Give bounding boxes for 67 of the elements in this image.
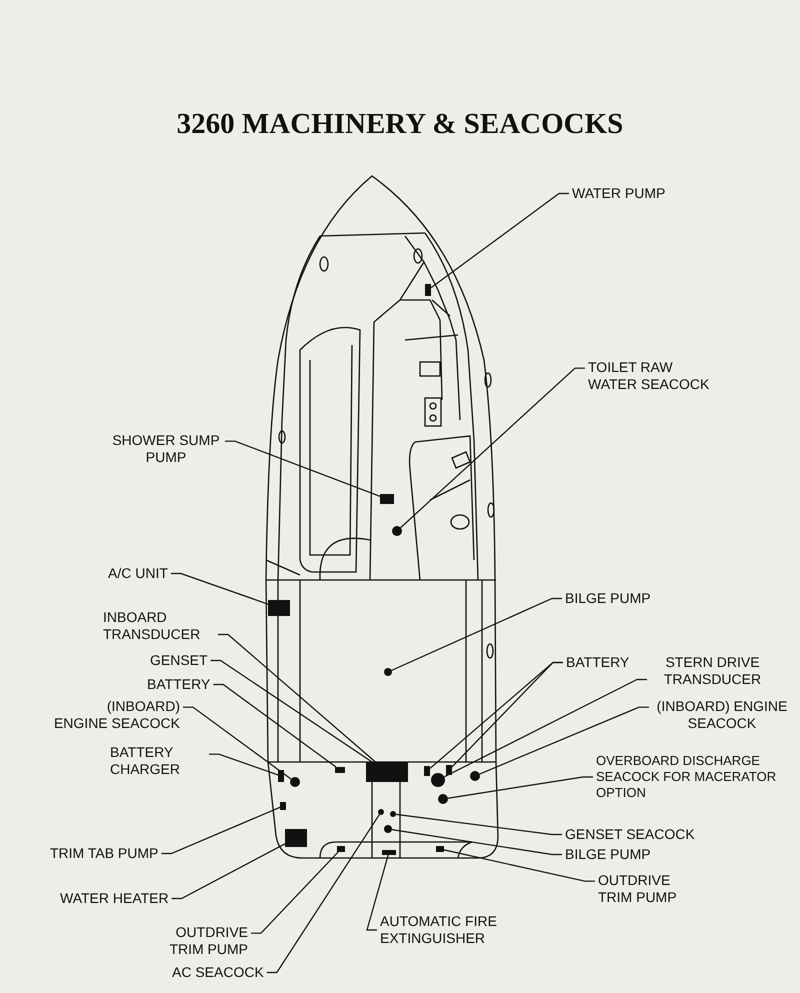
leader-line — [452, 662, 563, 768]
component-marker — [436, 846, 444, 852]
leader-line — [400, 368, 585, 528]
leader-line — [444, 849, 595, 882]
leader-line — [225, 440, 380, 497]
leader-line — [251, 852, 339, 934]
location-dot — [438, 794, 448, 804]
callout-label: OVERBOARD DISCHARGE SEACOCK FOR MACERATOR OPTION — [596, 753, 778, 801]
callout-label: (INBOARD) ENGINE SEACOCK — [50, 698, 180, 732]
location-dot — [290, 777, 300, 787]
callout-label: OUTDRIVE TRIM PUMP — [598, 872, 696, 906]
callout-label: WATER HEATER — [60, 890, 169, 907]
diagram-title: 3260 MACHINERY & SEACOCKS — [176, 108, 624, 141]
leader-line — [366, 854, 389, 931]
component-marker — [335, 767, 345, 773]
leader-line — [479, 706, 649, 775]
leader-line — [218, 634, 376, 762]
callout-label: INBOARD TRANSDUCER — [103, 609, 215, 643]
callout-label: TOILET RAW WATER SEACOCK — [588, 359, 710, 393]
leader-line — [210, 660, 372, 762]
leader-line — [266, 814, 380, 974]
component-marker — [337, 846, 345, 852]
component-marker — [280, 802, 286, 810]
leader-line — [209, 754, 278, 776]
callout-label: BATTERY — [566, 654, 630, 671]
leader-line — [161, 806, 280, 854]
callout-label: GENSET SEACOCK — [565, 826, 695, 843]
callout-label: (INBOARD) ENGINE SEACOCK — [652, 698, 792, 732]
location-dot — [384, 668, 392, 676]
callout-label: AC SEACOCK — [172, 964, 264, 981]
component-marker — [382, 850, 396, 854]
callout-label: BATTERY CHARGER — [110, 744, 206, 778]
component-marker — [366, 762, 408, 782]
location-dot — [470, 771, 480, 781]
location-dot — [384, 825, 392, 833]
leader-line — [213, 684, 336, 768]
callout-label: GENSET — [150, 652, 208, 669]
callout-label: BATTERY — [147, 676, 210, 693]
callout-label: TRIM TAB PUMP — [50, 845, 158, 862]
callout-label: BILGE PUMP — [565, 590, 651, 607]
location-dot — [431, 773, 445, 787]
component-marker — [285, 829, 307, 847]
leader-line — [392, 829, 562, 856]
location-dot — [392, 526, 402, 536]
callout-label: A/C UNIT — [108, 565, 168, 582]
leader-line — [391, 598, 562, 671]
component-marker — [424, 766, 430, 776]
leader-line — [170, 572, 268, 605]
component-marker — [278, 770, 284, 782]
leader-line — [430, 192, 569, 288]
location-dot — [378, 809, 384, 815]
callout-label: WATER PUMP — [572, 185, 666, 202]
component-marker — [446, 765, 452, 775]
leader-line — [444, 678, 647, 778]
callout-label: AUTOMATIC FIRE EXTINGUISHER — [380, 913, 498, 947]
leader-line — [172, 843, 286, 900]
callout-label: BILGE PUMP — [565, 846, 651, 863]
component-marker — [380, 494, 394, 504]
location-dot — [390, 811, 396, 817]
leader-line — [396, 814, 562, 836]
leader-line — [183, 706, 292, 780]
leader-line — [448, 776, 593, 799]
component-marker — [425, 284, 431, 296]
callout-label: STERN DRIVE TRANSDUCER — [650, 654, 775, 688]
component-marker — [268, 600, 290, 616]
callout-label: SHOWER SUMP PUMP — [110, 432, 222, 466]
callout-label: OUTDRIVE TRIM PUMP — [150, 924, 248, 958]
